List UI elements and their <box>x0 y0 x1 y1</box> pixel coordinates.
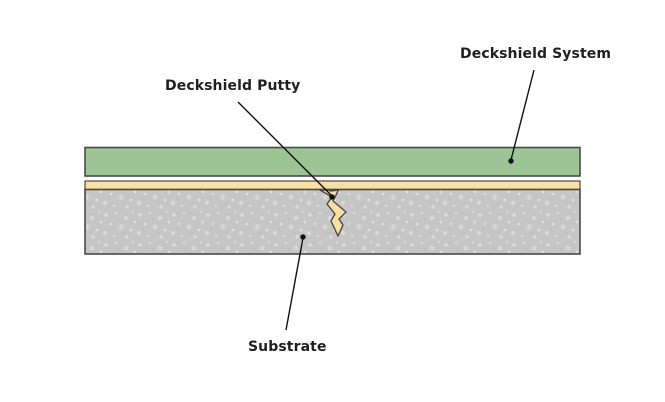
deckshield-putty-label: Deckshield Putty <box>165 78 301 94</box>
deckshield-putty-layer <box>84 180 581 191</box>
putty-leader-line <box>237 101 333 197</box>
system-leader-line <box>510 69 535 161</box>
substrate-label: Substrate <box>248 339 327 355</box>
putty-filled-crack <box>319 189 347 237</box>
system-leader-dot <box>508 158 514 164</box>
substrate-leader-line <box>285 237 304 331</box>
deckshield-system-label: Deckshield System <box>460 46 612 62</box>
putty-leader-dot <box>329 194 335 200</box>
deckshield-system-layer <box>84 146 581 177</box>
substrate-leader-dot <box>300 234 306 240</box>
